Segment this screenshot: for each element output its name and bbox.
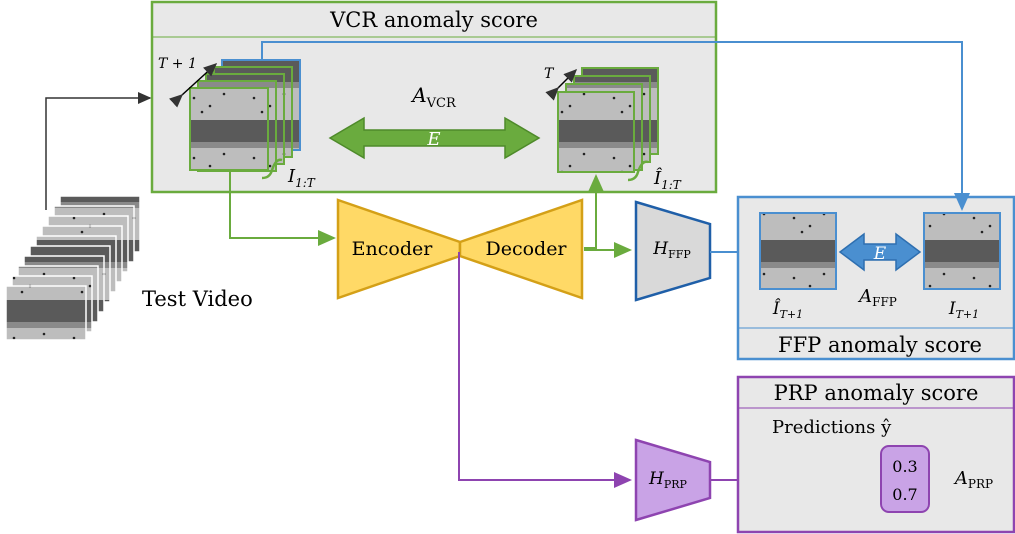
prp-panel: PRP anomaly score Predictions ŷ 0.3 0.7 … [736, 375, 1015, 534]
prediction-values-box [880, 445, 930, 513]
prediction-value-0: 0.3 [892, 457, 917, 476]
vcr-input-frame-stack [189, 59, 301, 172]
prp-head-block [634, 438, 712, 522]
ffp-pred-label: ÎT+1 [772, 298, 803, 321]
predictions-label: Predictions ŷ [772, 417, 892, 438]
frames-to-encoder-arrow [229, 172, 336, 246]
recon-window-arrow [545, 68, 578, 101]
ffp-panel: FFP anomaly score E ÎT+1 AFFP IT+1 [736, 195, 1015, 361]
prp-head-label: HPRP [648, 469, 688, 491]
vcr-error-arrow [328, 116, 541, 160]
input-frames-label: I1:T [287, 166, 316, 190]
prp-title: PRP anomaly score [774, 381, 979, 405]
ffp-error-label: E [873, 244, 887, 264]
window-size-label: T + 1 [158, 56, 197, 72]
ffp-error-arrow [838, 232, 922, 272]
vcr-panel: VCR anomaly score T + 1 I1:T AVCR E [150, 0, 718, 194]
ffp-predicted-frame [759, 212, 837, 290]
vcr-title: VCR anomaly score [329, 8, 538, 32]
ffp-head-block [634, 200, 712, 302]
prp-metric: APRP [953, 468, 993, 491]
decoder-block [458, 198, 584, 300]
input-brace [261, 158, 283, 180]
recon-brace [627, 160, 649, 182]
recon-window-label: T [544, 66, 555, 82]
vcr-recon-frame-stack [557, 67, 659, 173]
test-video-label: Test Video [142, 287, 253, 311]
future-frame-arrow [261, 41, 970, 211]
decoder-label: Decoder [485, 238, 567, 260]
decoder-to-recon-arrow [584, 174, 604, 249]
test-video-stack [5, 195, 141, 341]
ffp-title: FFP anomaly score [778, 333, 982, 357]
vcr-metric: AVCR [410, 83, 457, 111]
video-to-vcr-arrow [45, 92, 152, 210]
ffp-target-frame [923, 212, 1001, 290]
prediction-value-1: 0.7 [892, 485, 917, 504]
encoder-label: Encoder [352, 238, 434, 260]
vcr-error-label: E [426, 129, 440, 150]
window-size-arrow [169, 62, 218, 108]
ffp-metric: AFFP [857, 286, 897, 309]
recon-frames-label: Î1:T [653, 166, 682, 192]
ffp-target-label: IT+1 [948, 299, 979, 321]
latent-to-prp-head-arrow [458, 252, 632, 488]
ffp-head-label: HFFP [652, 239, 691, 261]
